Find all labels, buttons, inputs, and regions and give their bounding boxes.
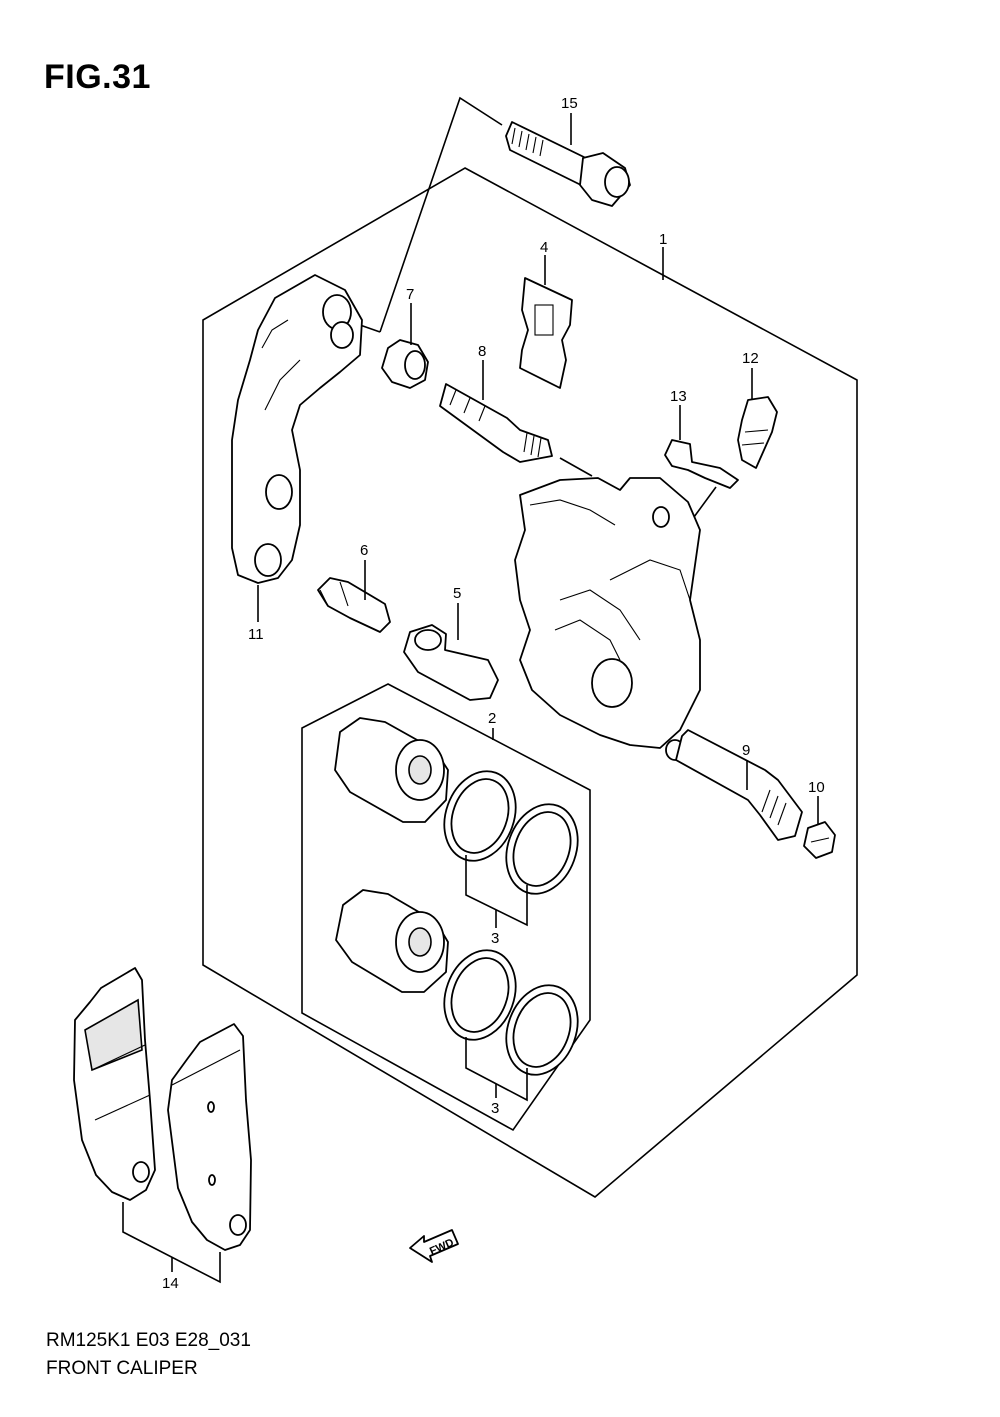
callout-8: 8 [478,343,486,360]
callout-1: 1 [659,231,667,248]
boot-5 [403,624,499,701]
cap-10 [803,821,836,859]
callout-9: 9 [742,742,750,759]
diagram-code: RM125K1 E03 E28_031 [46,1330,251,1351]
callout-11: 11 [248,626,264,643]
seal-pair-upper-3 [443,770,579,895]
pin-6 [317,577,391,633]
callout-15: 15 [561,95,578,112]
callout-10: 10 [808,779,825,796]
cap-13 [664,439,739,489]
caliper-bracket-11 [231,274,363,584]
brake-pad-front-14 [73,967,156,1201]
bolt-15 [505,121,631,207]
pad-spring-4 [519,277,573,389]
forward-direction-arrow: FWD [409,1229,459,1263]
callout-13: 13 [670,388,687,405]
callout-2: 2 [488,710,496,727]
callout-6: 6 [360,542,368,559]
piston-upper-2 [334,717,449,823]
bleeder-12 [737,396,778,469]
callout-4: 4 [540,239,548,256]
seal-pair-lower-3 [443,949,579,1076]
callout-12: 12 [742,350,759,367]
leader-8-to-caliper [559,457,593,477]
callout-14: 14 [162,1275,179,1292]
pin-8 [439,383,553,463]
callout-3-lower: 3 [491,1100,499,1117]
caliper-body-1 [514,477,701,761]
figure-title: FIG.31 [44,58,151,96]
pin-9 [675,729,803,841]
leader-13-to-caliper [693,486,717,518]
piston-group-outline [301,683,591,1132]
piston-lower-2 [335,889,449,993]
callout-7: 7 [406,286,414,303]
leader-15-bracket [379,96,503,333]
boot-7 [381,339,429,389]
brake-pad-rear-14 [167,1023,252,1251]
callout-5: 5 [453,585,461,602]
callout-3-upper: 3 [491,930,499,947]
caliper-assembly-outline [202,167,858,1198]
diagram-name: FRONT CALIPER [46,1358,198,1379]
